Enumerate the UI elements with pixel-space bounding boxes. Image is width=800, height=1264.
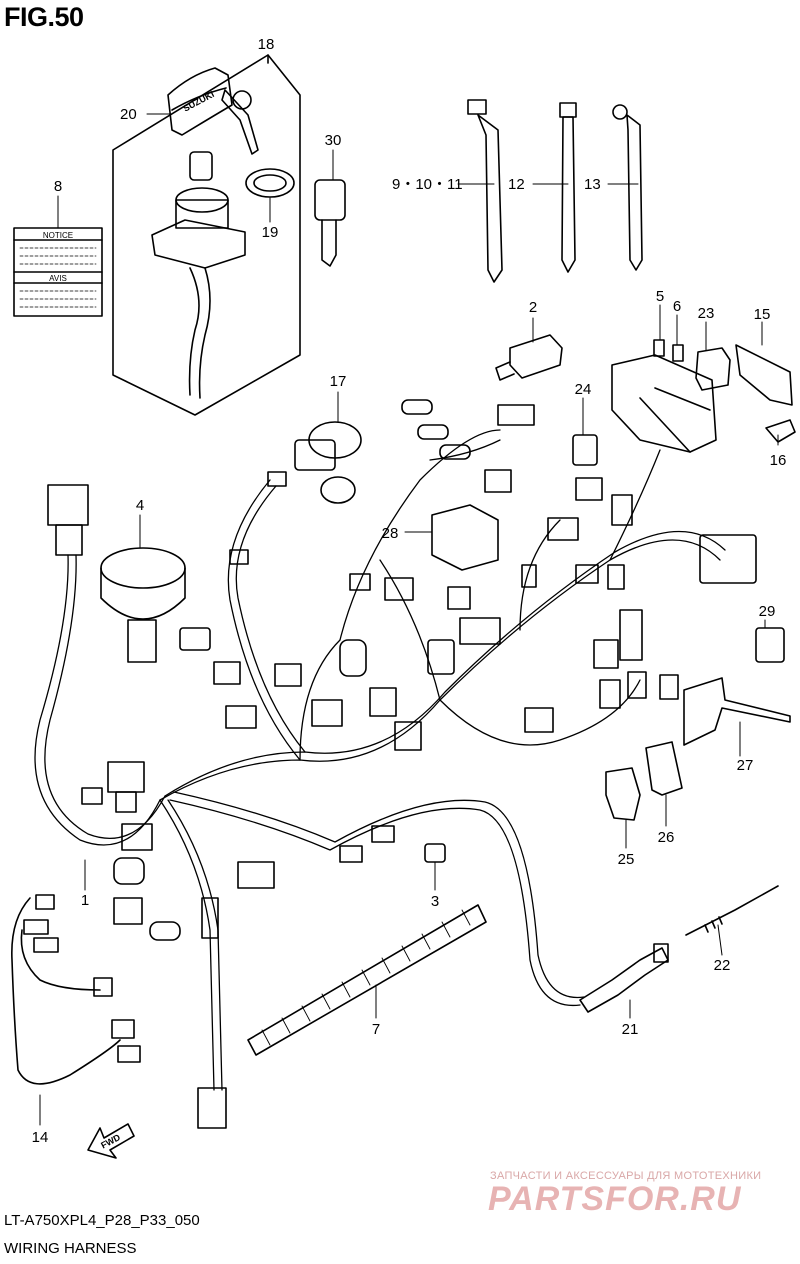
callout-7: 7 — [372, 1021, 380, 1038]
fuses-part — [653, 339, 684, 362]
callout-16: 16 — [770, 452, 787, 469]
callout-21: 21 — [622, 1021, 639, 1038]
coupler-left-part — [47, 484, 89, 556]
callout-3: 3 — [431, 893, 439, 910]
main-switch-17-part — [294, 421, 362, 504]
callouts: 1 2 3 4 5 6 7 8 9・10・11 12 13 14 15 16 1… — [32, 36, 787, 1146]
callout-25: 25 — [618, 851, 635, 868]
key-cover-part — [167, 67, 233, 136]
footer-diagram-name: WIRING HARNESS — [4, 1240, 137, 1257]
footer-diagram-code: LT-A750XPL4_P28_P33_050 — [4, 1212, 200, 1229]
key-30-part — [314, 179, 346, 267]
callout-8: 8 — [54, 178, 62, 195]
callout-14: 14 — [32, 1129, 49, 1146]
fuse-box-part — [611, 354, 717, 453]
sensor-21-part — [579, 943, 669, 1013]
figure-title: FIG.50 — [4, 2, 84, 32]
connector-29-part — [755, 627, 785, 663]
clamp-16-part — [765, 419, 796, 443]
keys-part — [221, 89, 259, 155]
callout-20: 20 — [120, 106, 137, 123]
notice-label-part — [13, 227, 103, 317]
relay-28-part — [431, 504, 499, 571]
harness-connectors — [81, 399, 757, 1129]
relay-23-part — [695, 347, 731, 391]
callout-4: 4 — [136, 497, 144, 514]
harness-14-part — [11, 894, 141, 1085]
callout-17: 17 — [330, 373, 347, 390]
callout-28: 28 — [382, 525, 399, 542]
callout-15: 15 — [754, 306, 771, 323]
callout-12: 12 — [508, 176, 525, 193]
callout-6: 6 — [673, 298, 681, 315]
covers-25-26-part — [605, 741, 683, 821]
fuse-bracket-15-part — [735, 344, 793, 406]
callout-9-10-11: 9・10・11 — [392, 176, 463, 193]
cap-3-part — [424, 843, 446, 863]
main-harness-wires — [34, 429, 726, 1091]
callout-13: 13 — [584, 176, 601, 193]
connector-24-part — [572, 434, 598, 466]
cable-tie-13-part — [612, 104, 643, 271]
notice-text: NOTICE — [43, 231, 73, 240]
callout-29: 29 — [759, 603, 776, 620]
callout-24: 24 — [575, 381, 592, 398]
washer-ring-part — [245, 168, 295, 198]
callout-5: 5 — [656, 288, 664, 305]
brand-text: SUZUKI — [181, 89, 215, 114]
cable-tie-9-part — [467, 99, 503, 283]
callout-27: 27 — [737, 757, 754, 774]
callout-26: 26 — [658, 829, 675, 846]
avis-text: AVIS — [49, 274, 67, 283]
callout-leader-lines — [39, 57, 779, 1126]
grommet-4-part — [100, 547, 186, 663]
callout-22: 22 — [714, 957, 731, 974]
callout-18: 18 — [258, 36, 275, 53]
spring-22-part — [685, 885, 779, 936]
watermark-caption: ЗАПЧАСТИ И АКСЕССУАРЫ ДЛЯ МОТОТЕХНИКИ — [490, 1170, 762, 1182]
corrugated-tube-7-part — [247, 904, 487, 1056]
ignition-switch-part — [151, 151, 246, 399]
bracket-27-part — [683, 677, 791, 746]
connector-2-part — [495, 334, 563, 381]
callout-23: 23 — [698, 305, 715, 322]
fwd-arrow — [87, 1123, 135, 1159]
callout-2: 2 — [529, 299, 537, 316]
callout-1: 1 — [81, 892, 89, 909]
cable-tie-12-part — [559, 102, 577, 273]
callout-30: 30 — [325, 132, 342, 149]
watermark-logo: PARTSFOR.RU — [488, 1180, 742, 1218]
callout-19: 19 — [262, 224, 279, 241]
